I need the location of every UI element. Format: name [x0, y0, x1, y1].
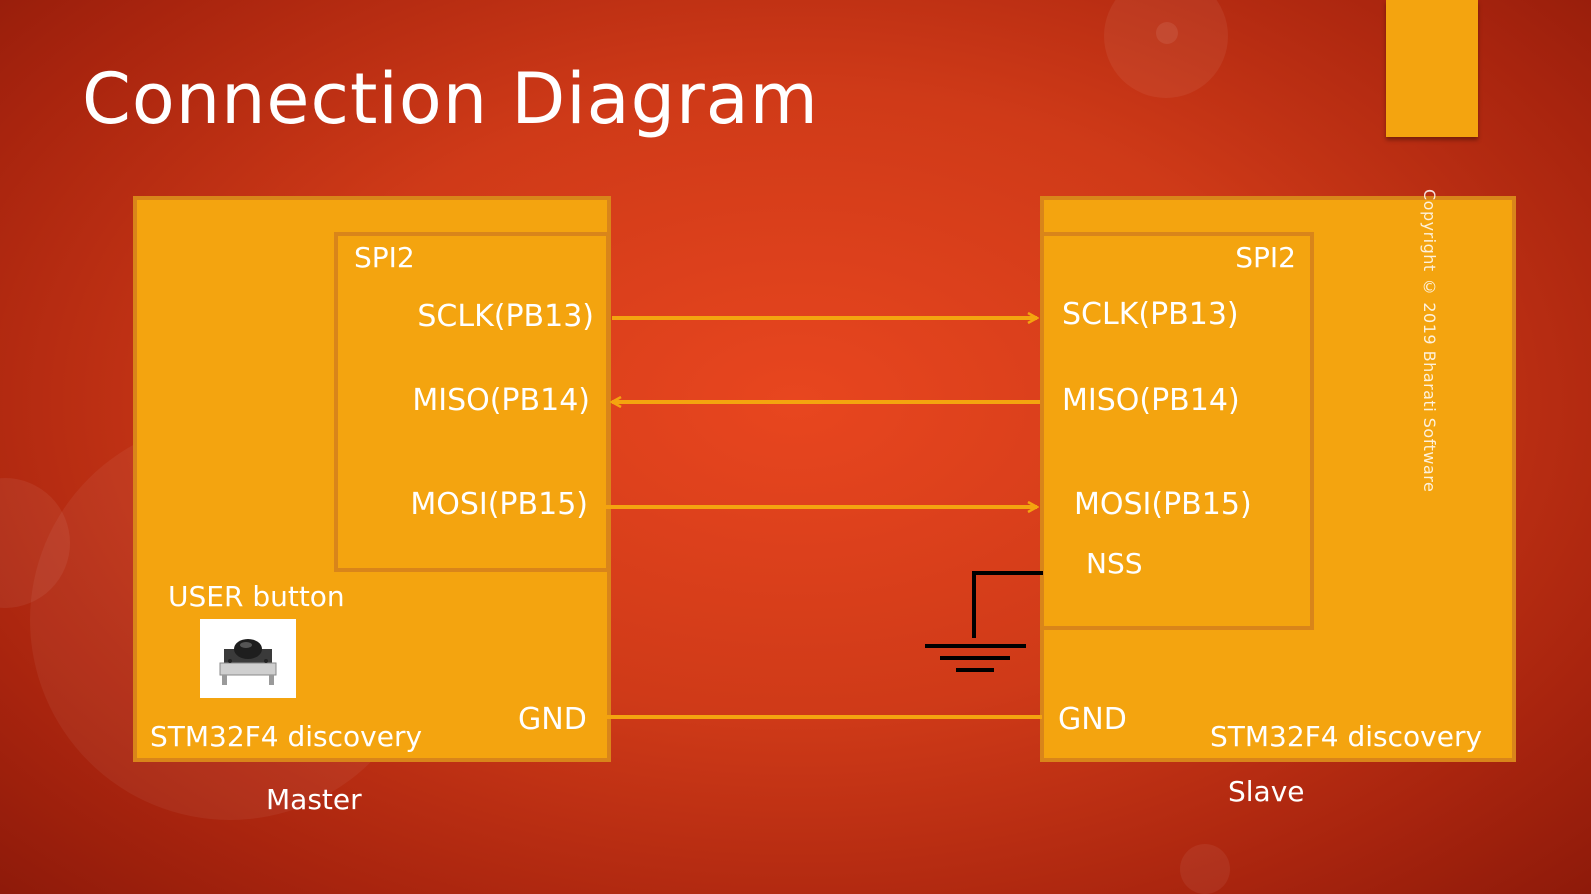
master-spi-block	[334, 232, 610, 572]
background-bubble	[1104, 0, 1228, 98]
ground-icon	[925, 571, 1043, 672]
slave-nss-pin: NSS	[1086, 547, 1143, 580]
master-gnd-pin: GND	[518, 702, 587, 737]
background-bubble	[1156, 22, 1178, 44]
master-mosi-pin: MOSI(PB15)	[410, 487, 588, 522]
slave-spi-label: SPI2	[1235, 241, 1296, 274]
master-sclk-pin: SCLK(PB13)	[417, 299, 594, 334]
slave-role-label: Slave	[1228, 775, 1305, 808]
slide-title: Connection Diagram	[82, 58, 819, 140]
master-spi-label: SPI2	[354, 241, 415, 274]
copyright-notice: Copyright © 2019 Bharati Software	[1420, 189, 1439, 493]
slave-sclk-pin: SCLK(PB13)	[1062, 297, 1239, 332]
master-board-name: STM32F4 discovery	[150, 720, 423, 753]
slave-board-name: STM32F4 discovery	[1210, 720, 1483, 753]
slave-gnd-pin: GND	[1058, 702, 1127, 737]
slave-spi-block	[1040, 232, 1314, 630]
slave-board	[1040, 196, 1516, 762]
slave-miso-pin: MISO(PB14)	[1062, 383, 1240, 418]
accent-tab	[1386, 0, 1478, 137]
master-miso-pin: MISO(PB14)	[412, 383, 590, 418]
user-button-icon	[200, 619, 296, 698]
slave-mosi-pin: MOSI(PB15)	[1074, 487, 1252, 522]
background-bubble	[1180, 844, 1230, 894]
master-role-label: Master	[266, 783, 362, 816]
user-button-label: USER button	[168, 580, 345, 613]
